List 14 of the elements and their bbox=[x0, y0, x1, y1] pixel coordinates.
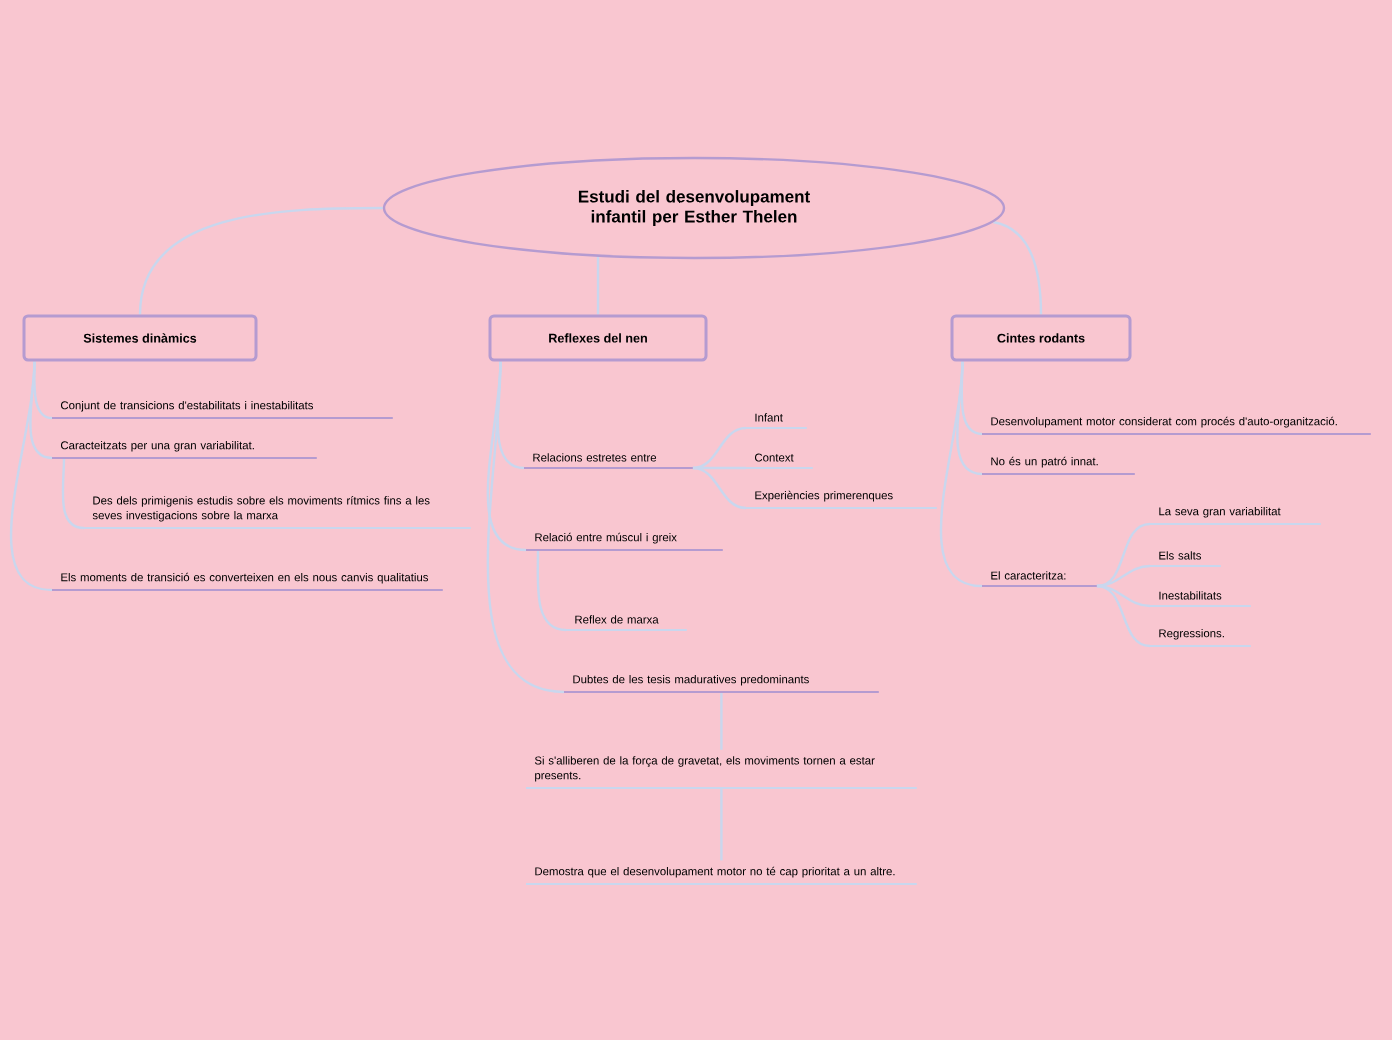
connector bbox=[10, 361, 53, 592]
connector bbox=[692, 466, 746, 470]
connector bbox=[692, 466, 747, 510]
connector bbox=[720, 788, 723, 861]
connector bbox=[1096, 584, 1151, 648]
connector bbox=[1096, 584, 1151, 608]
connector bbox=[1096, 522, 1151, 588]
connector bbox=[720, 692, 723, 750]
connector bbox=[596, 256, 600, 315]
connector bbox=[486, 361, 565, 694]
connector bbox=[692, 426, 747, 470]
connector bbox=[1096, 564, 1151, 588]
connector bbox=[939, 361, 983, 588]
connector bbox=[138, 206, 383, 315]
